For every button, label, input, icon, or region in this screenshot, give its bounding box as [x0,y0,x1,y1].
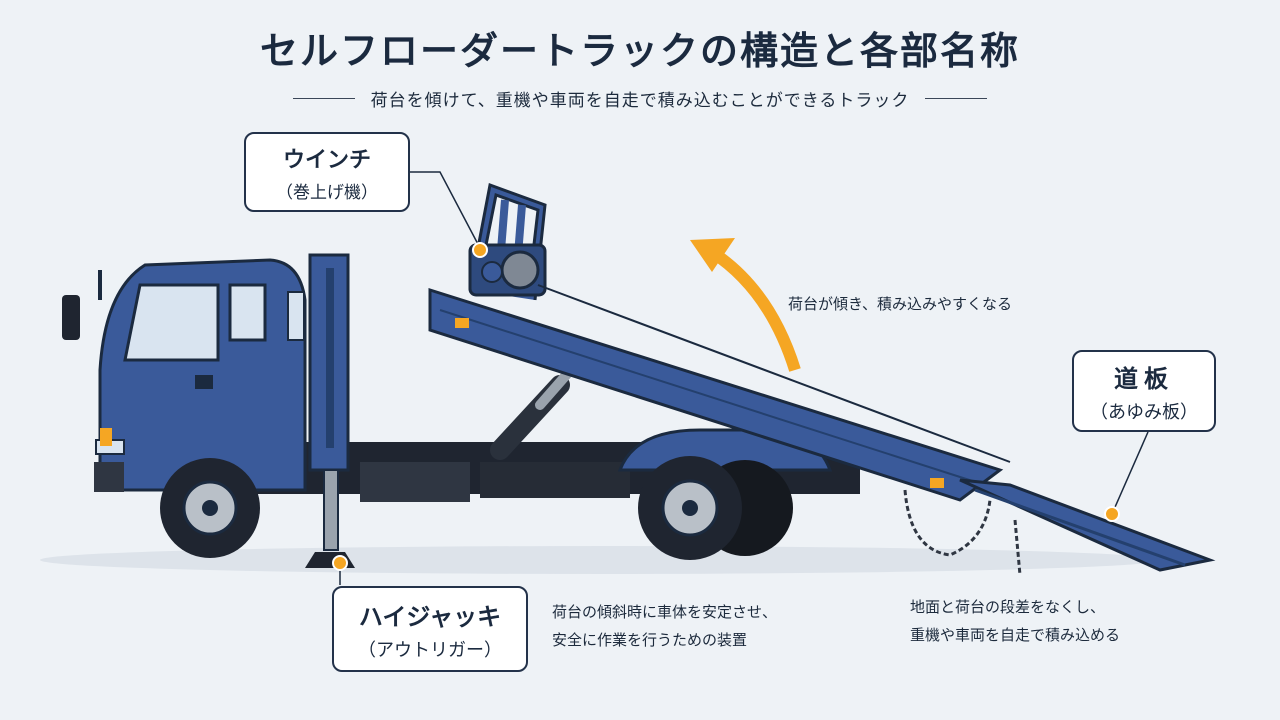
ramp-note-line2: 重機や車両を自走で積み込める [910,626,1121,644]
winch-leader [410,171,481,249]
hydraulic-cylinder [490,360,580,460]
diagram-subtitle: 荷台を傾けて、重機や車両を自走で積み込むことができるトラック [370,91,910,111]
winch-cable [537,284,1011,463]
door-handle [195,375,213,389]
ramp-sublabel: （あゆみ板） [1090,401,1198,423]
tilted-bed [428,287,1004,502]
ramp-boards [959,478,1216,572]
windshield [123,283,220,362]
subtitle-row: 荷台を傾けて、重機や車両を自走で積み込むことができるトラック [0,86,1280,111]
winch-marker [472,242,488,258]
winch-label-box: ウインチ （巻上げ機） [244,132,410,212]
door-window [228,283,267,342]
subtitle-left-rule [292,98,355,99]
safety-chain [903,489,992,557]
fuel-tank [360,462,470,502]
tilt-arrow [708,246,801,372]
tilt-note: 荷台が傾き、積み込みやすくなる [788,295,1012,313]
truck-cab [62,258,307,492]
tilt-arrow-head [690,238,735,272]
front-wheel [160,458,260,558]
hanging-chain [1013,519,1022,576]
jack-label-box: ハイジャッキ （アウトリガー） [332,586,528,672]
jack-sublabel: （アウトリガー） [358,639,502,661]
jack-label: ハイジャッキ [358,602,502,631]
ramp-leader [1111,431,1149,515]
ramp-marker [1104,506,1120,522]
ramp-note: 地面と荷台の段差をなくし、 重機や車両を自走で積み込める [910,593,1120,649]
high-jack [305,253,355,568]
ramp-label-box: 道板 （あゆみ板） [1072,350,1216,432]
winch-sublabel: （巻上げ機） [276,182,378,203]
jack-note: 荷台の傾斜時に車体を安定させ、 安全に作業を行うための装置 [552,598,777,654]
front-bumper [94,462,124,492]
diagram-title: セルフローダートラックの構造と各部名称 [259,29,1020,73]
ramp-note-line1: 地面と荷台の段差をなくし、 [910,598,1106,616]
jack-note-line1: 荷台の傾斜時に車体を安定させ、 [552,603,778,621]
turn-signal [100,428,112,446]
rear-wheels [638,456,793,560]
subtitle-right-rule [925,98,988,99]
winch-drum [468,243,547,297]
side-box [480,462,630,498]
winch-label: ウインチ [282,147,371,173]
jack-note-line2: 安全に作業を行うための装置 [552,631,748,649]
ramp-label: 道板 [1114,364,1174,393]
side-mirror [62,295,80,340]
jack-marker [332,555,348,571]
rear-window [287,291,305,341]
